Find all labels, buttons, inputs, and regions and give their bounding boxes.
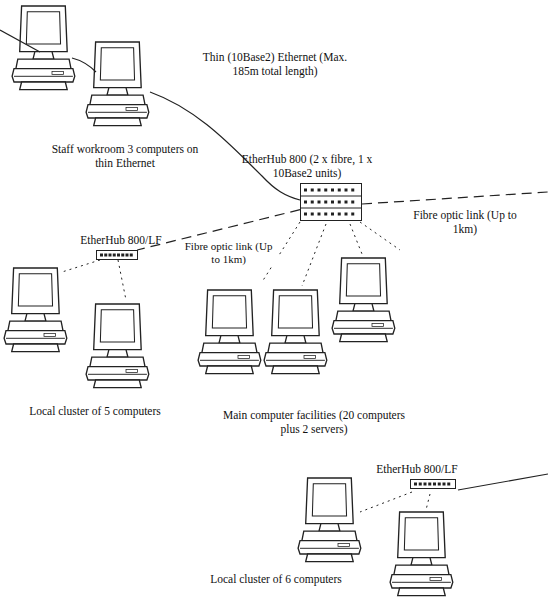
caption-label: Main computer facilities (20 computers p… [214,408,414,436]
caption-label: Thin (10Base2) Ethernet (Max. 185m total… [200,50,350,78]
computer-icon [298,478,361,562]
caption-label: Fibre optic link (Up to 1km) [410,208,520,236]
ethernet-cable [0,30,40,52]
drop-cable [350,224,362,254]
computer-icon [86,304,149,388]
hub-name: EtherHub 800/LF [66,233,176,247]
hub-case [410,479,456,489]
hub-name: EtherHub 800/LF [362,462,472,476]
link-label: Fibre optic link (Up to 1km) [179,240,279,266]
hub-detail [411,480,455,488]
drop-cable [302,224,326,286]
hub-unit: EtherHub 800 (2 x fibre, 1 x 10Base2 uni… [238,152,376,221]
fibre-link [362,192,548,204]
caption-label: Local cluster of 6 computers [170,572,382,586]
hub-detail [301,184,361,220]
ethernet-cable [72,58,96,72]
computer-icon [4,268,67,352]
fibre-link [458,474,548,490]
hub-box: EtherHub 800/LF [66,233,176,260]
hub-case [300,183,362,221]
hub-detail [97,251,137,259]
drop-cable [426,494,430,510]
drop-cable [360,222,400,250]
caption-label: Staff workroom 3 computers on thin Ether… [45,142,205,170]
hub-box: EtherHub 800/LF [362,462,472,489]
computer-icon [264,290,327,374]
computer-icon [390,512,453,596]
computer-icon [332,258,395,342]
computer-icon [198,290,261,374]
drop-cable [118,260,126,300]
computer-icon [86,42,149,126]
caption-label: Local cluster of 5 computers [0,404,190,418]
hub-case [96,250,138,260]
hub-name: EtherHub 800 (2 x fibre, 1 x 10Base2 uni… [238,152,376,180]
drop-cable [62,260,100,272]
drop-cable [360,492,412,512]
computer-icon [12,6,75,90]
